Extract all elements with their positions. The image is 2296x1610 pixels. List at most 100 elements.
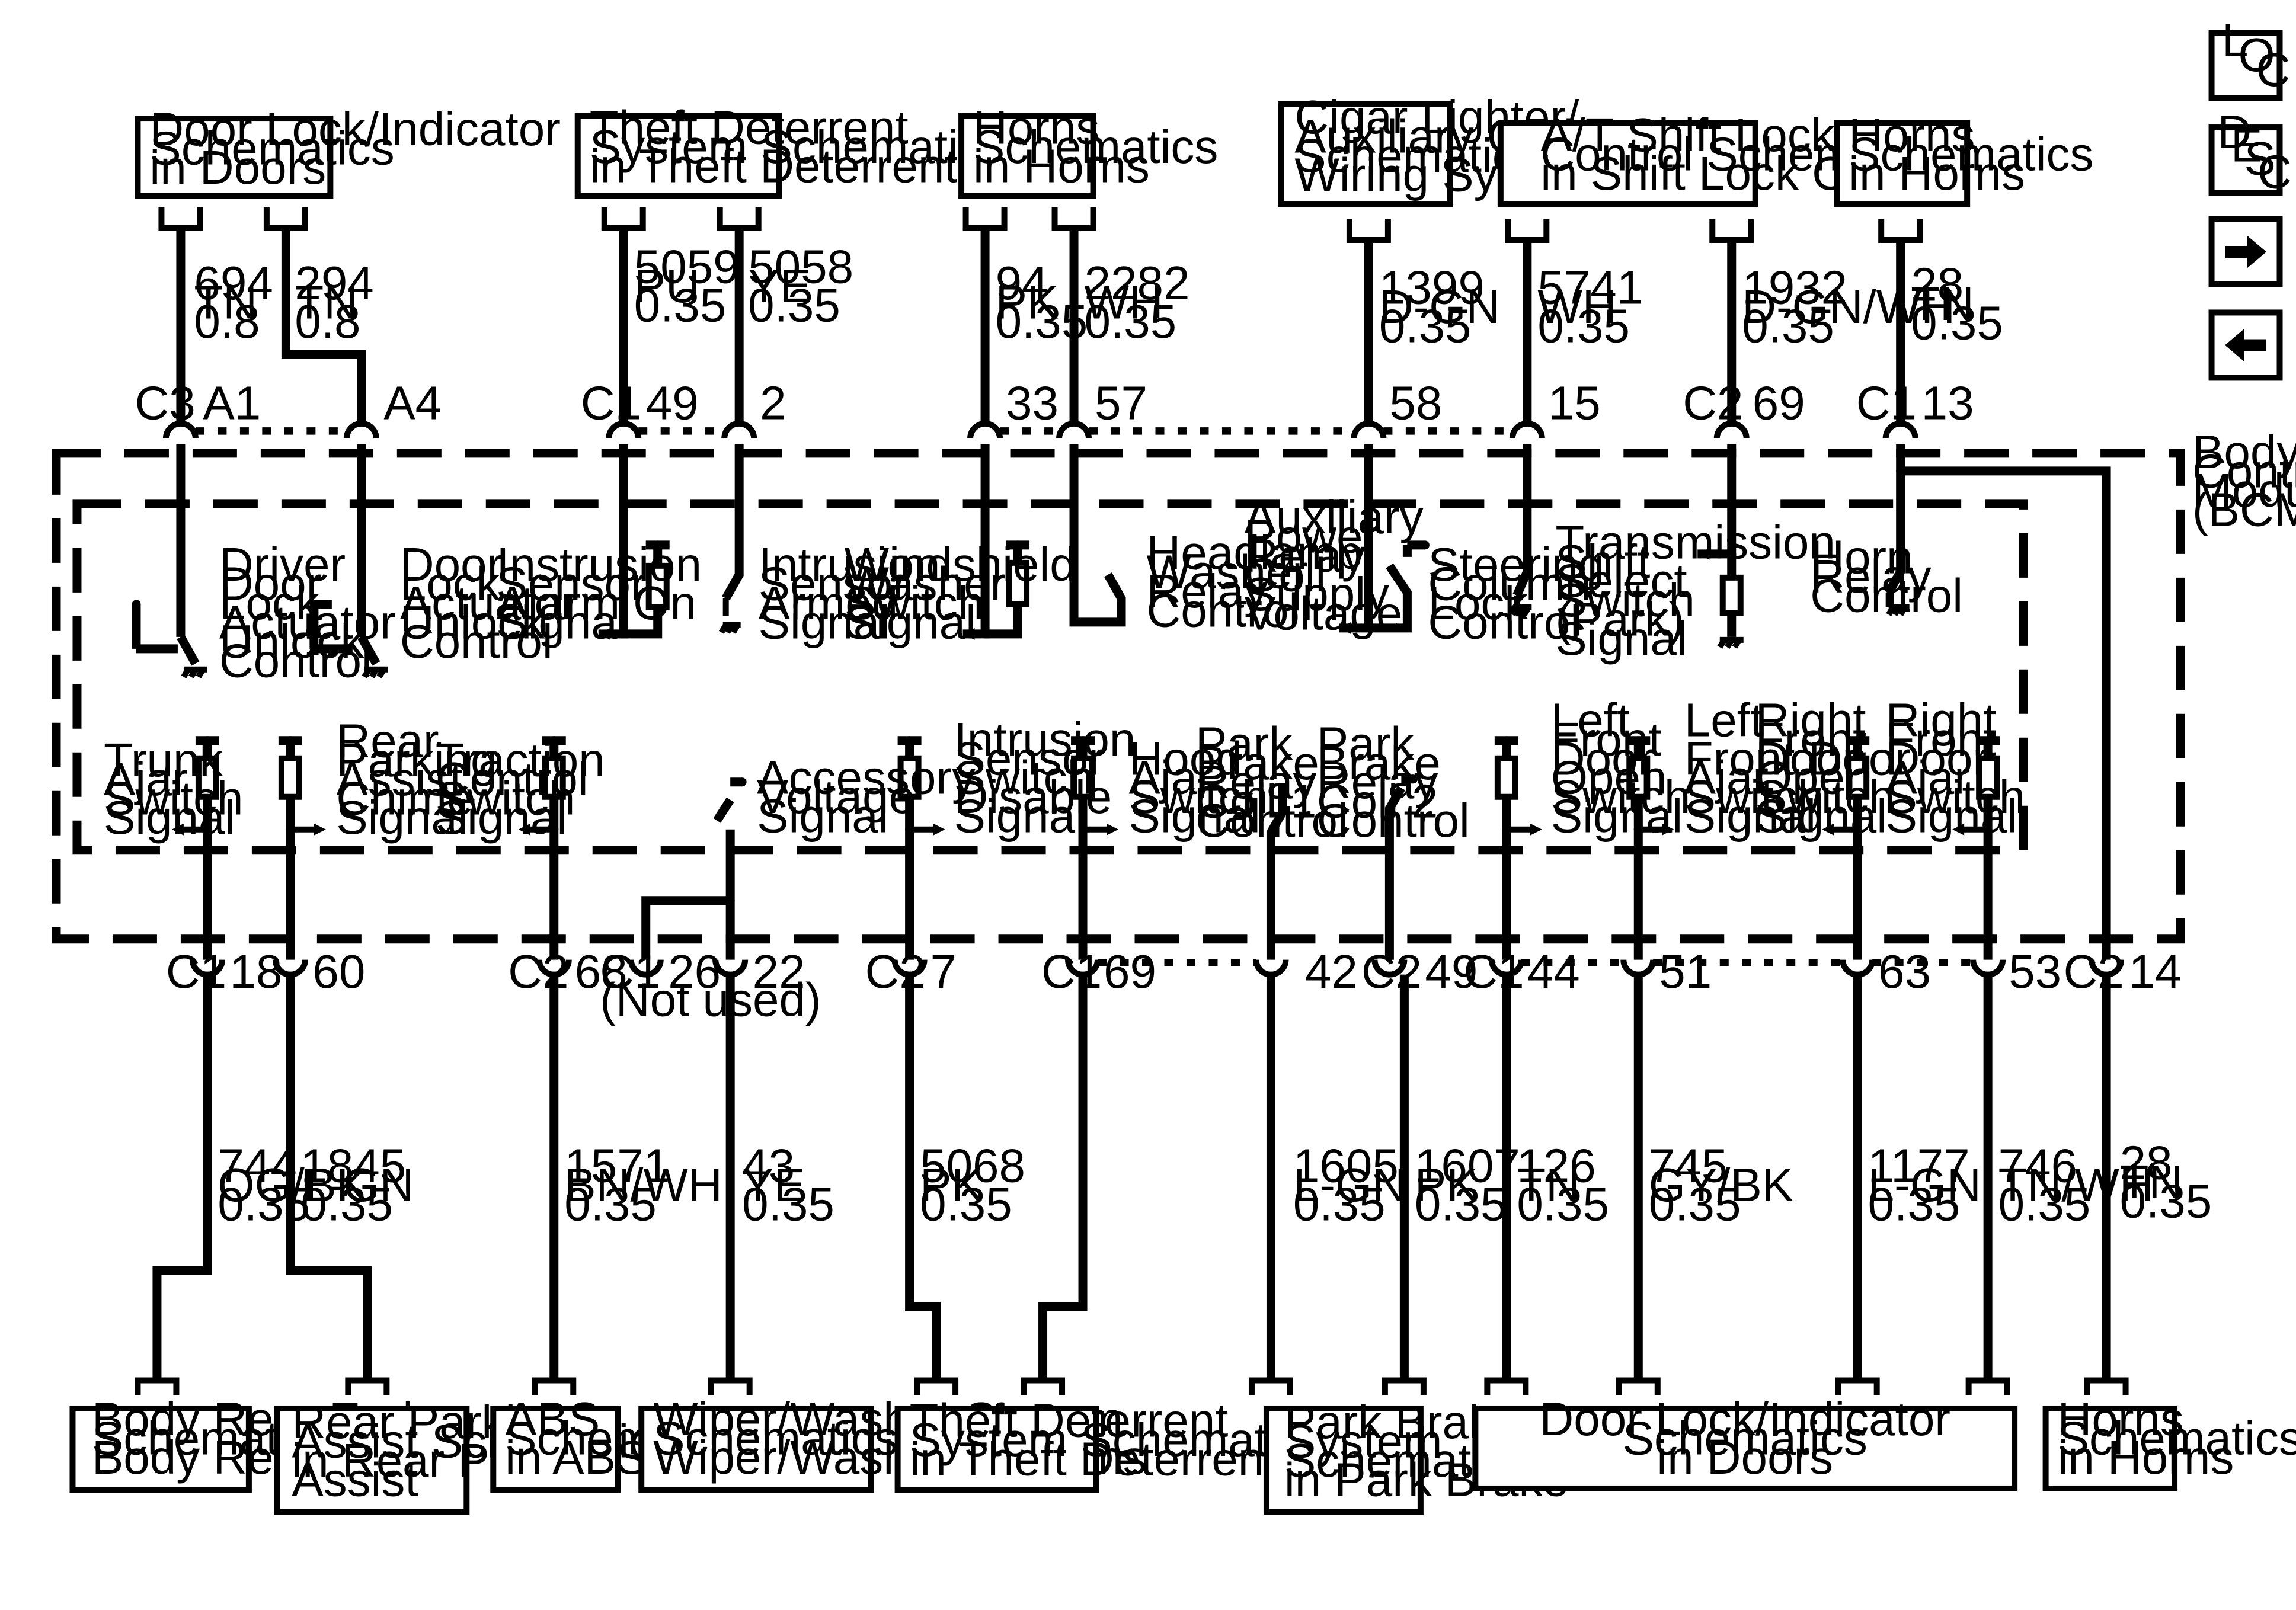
connector-id: C2	[2064, 945, 2124, 998]
wire-label: 0.35	[742, 1178, 834, 1231]
signal-label: Switch	[1129, 770, 1269, 823]
module-label: Body Control Module (BCM)	[2192, 425, 2296, 536]
signal-label: Switch	[1886, 770, 2026, 823]
pin-number: 49	[1425, 945, 1478, 998]
desc-letter: C	[2257, 146, 2292, 199]
signal-label: Switch	[845, 577, 984, 629]
signal-label: (Park)	[1555, 593, 1684, 645]
box-text: ABS	[505, 1393, 600, 1445]
top-schematic-box[interactable]: Door Lock/Indicator Schematics in Doors	[135, 103, 561, 199]
lower-components	[195, 736, 2000, 905]
wire-label: OG/BK	[218, 1158, 367, 1211]
pin-number: 13	[1921, 376, 1974, 429]
arrow-right-icon	[1530, 823, 1542, 836]
wire-label: TN	[194, 276, 257, 328]
wire-label: 28	[1911, 258, 1964, 311]
wire-label: 745	[1649, 1140, 1728, 1192]
arrowheads	[171, 823, 1965, 836]
bottom-schematic-box[interactable]: Horns Schematics in Horns	[2042, 1393, 2296, 1491]
signal-label: Column	[1428, 557, 1591, 610]
pin-number: A1	[203, 376, 261, 429]
wire-label: 0.8	[295, 295, 360, 348]
wire-label: 0.35	[2120, 1175, 2212, 1228]
desc-button[interactable]: D E S C	[2208, 105, 2292, 199]
wire-label: TN	[1517, 1158, 1580, 1211]
connector-id: C3	[135, 376, 195, 429]
connector-id: C1	[1856, 376, 1917, 429]
signal-label: Hood	[1129, 732, 1242, 785]
bottom-schematic-box[interactable]: Body Rear End Schematics in Body Rear En…	[69, 1393, 413, 1493]
pin-number: 15	[1548, 376, 1601, 429]
pin-number: 60	[312, 945, 365, 998]
wire-label: BN/WH	[564, 1158, 722, 1211]
arrow-left-icon	[1822, 823, 1834, 836]
signal-label: Control	[436, 753, 589, 805]
bottom-schematic-box[interactable]: Door Lock/Indicator Schematics in Doors	[1472, 1393, 2018, 1491]
signal-label: Left	[1684, 693, 1763, 746]
signal-label: Horn	[1810, 530, 1913, 583]
next-page-button[interactable]	[2208, 216, 2283, 287]
box-text: Theft Deterrent	[910, 1394, 1229, 1446]
box-text: in Horns	[2058, 1431, 2234, 1484]
signal-label: Chime	[336, 772, 473, 825]
bottom-connector-pins	[189, 959, 2125, 978]
wire-label: TN	[2120, 1156, 2183, 1208]
signal-label: Ajar	[1886, 751, 1970, 804]
pin-number: 26	[668, 945, 721, 998]
pin-number: 57	[1095, 376, 1147, 429]
signal-label: Parking	[336, 734, 497, 786]
resistor-icon	[1494, 755, 1518, 800]
bcm-inner-boundary	[72, 499, 2028, 855]
signal-label: Sensor	[496, 557, 646, 610]
wire-label: YE	[742, 1158, 805, 1211]
wire-label: 0.35	[300, 1178, 393, 1231]
box-text: Schematics	[1623, 1411, 1868, 1464]
bottom-pin-labels: C1 18 60 C2 68 C1 26 (Not used) 22 C2 7 …	[166, 945, 2182, 1026]
signal-label: Disable	[954, 770, 1112, 823]
lower-labels: Trunk Ajar Switch Signal Rear Parking As…	[104, 693, 2025, 847]
signal-label: Front	[1755, 713, 1866, 766]
wire-label: D-GN	[1379, 280, 1500, 333]
top-schematic-box[interactable]: Theft Deterrent System Schematics in The…	[574, 101, 1006, 199]
wire-label: 0.35	[1742, 299, 1834, 352]
wire-label: 0.35	[1415, 1178, 1507, 1231]
resistor-icon	[897, 755, 922, 800]
wire-label: 5058	[748, 240, 853, 293]
signal-label: Washer	[845, 557, 1006, 610]
signal-label: Switch	[954, 751, 1094, 804]
wire-label: 94	[996, 257, 1048, 309]
prev-page-button[interactable]	[2208, 309, 2283, 381]
signal-label: Control	[400, 615, 553, 668]
pin-number: 42	[1305, 945, 1358, 998]
top-schematic-box[interactable]: Horns Schematics in Horns	[958, 101, 1218, 199]
signal-label: Traction	[436, 734, 605, 786]
wire-label: PK	[1415, 1158, 1478, 1211]
signal-label: Signal	[1755, 790, 1887, 843]
wire-label: 0.35	[1649, 1178, 1741, 1231]
signal-label: Control	[1195, 794, 1348, 847]
pin-number: 44	[1527, 945, 1580, 998]
not-used-label: (Not used)	[600, 974, 821, 1026]
arrow-left-icon	[598, 628, 610, 640]
wire-label: 694	[194, 257, 273, 309]
signal-label: Door	[1886, 732, 1988, 785]
bottom-schematic-box[interactable]: Theft Deterrent System Schematics in The…	[894, 1394, 1326, 1493]
box-text: System Schematics	[590, 120, 1006, 173]
box-text: System Schematics	[910, 1413, 1326, 1466]
desc-letter: D	[2218, 105, 2252, 158]
connector-id: C1	[581, 376, 641, 429]
wire-label: 0.35	[1085, 295, 1177, 348]
loc-button[interactable]: L O C	[2208, 14, 2291, 101]
wire-label: 0.35	[1293, 1178, 1386, 1231]
signal-label: Lock	[400, 557, 501, 610]
signal-label: Signal	[1551, 790, 1683, 843]
top-schematic-box[interactable]: Horns Schematics in Horns	[1834, 108, 2094, 208]
signal-label: Signal	[845, 596, 976, 648]
signal-label: Sensor	[954, 732, 1104, 785]
arrow-right-icon	[314, 823, 326, 836]
bottom-wires	[152, 974, 2111, 1381]
wire-label: PU	[634, 260, 700, 312]
wire-label: 0.35	[1868, 1178, 1961, 1231]
resistor-icon	[1719, 574, 1744, 616]
wire-label: TN	[1911, 277, 1974, 330]
